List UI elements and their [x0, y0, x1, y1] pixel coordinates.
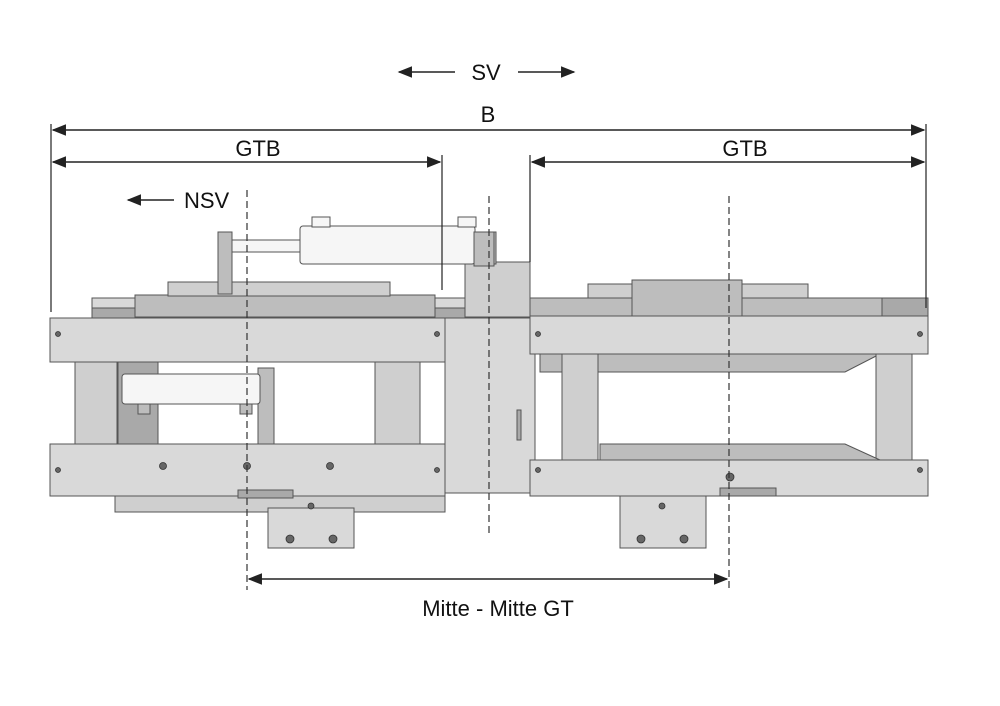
- left-lower-cylinder: [121, 373, 261, 405]
- left-cylinder-barrel: [299, 225, 476, 265]
- left-cylinder-port-b: [457, 216, 477, 228]
- right-fork-carrier: [529, 279, 929, 549]
- left-piston-rod: [231, 239, 303, 253]
- left-fork-hanger: [267, 507, 355, 549]
- right-wedge-lower: [599, 443, 881, 461]
- sv-label: SV: [471, 60, 501, 85]
- left-upright-outer: [74, 361, 118, 445]
- right-upright-inner: [561, 353, 599, 463]
- left-hook-tab: [237, 489, 294, 499]
- b-label: B: [481, 102, 496, 127]
- left-fork-carrier: [49, 216, 495, 549]
- left-lower-port-b: [239, 403, 253, 415]
- labels: SV B GTB GTB NSV Mitte - Mitte GT: [184, 60, 768, 621]
- left-slide-top: [167, 281, 391, 297]
- nsv-label: NSV: [184, 188, 230, 213]
- right-wedge-upper: [539, 353, 881, 373]
- left-upright-inner: [374, 361, 421, 445]
- center-block: [464, 261, 531, 318]
- center-pin: [516, 409, 522, 441]
- gtb-left-label: GTB: [235, 136, 280, 161]
- left-upper-slide: [134, 294, 436, 318]
- center-housing: [444, 317, 536, 494]
- left-lower-port-a: [137, 403, 151, 415]
- left-cylinder-endcap: [473, 231, 495, 267]
- centerlines: [246, 190, 730, 590]
- left-cylinder-mount: [217, 231, 233, 295]
- mitte-label: Mitte - Mitte GT: [422, 596, 574, 621]
- right-upright-outer: [875, 353, 913, 463]
- gtb-right-label: GTB: [722, 136, 767, 161]
- right-slide-block: [631, 279, 743, 317]
- dimensions: [50, 66, 927, 585]
- left-cylinder-port-a: [311, 216, 331, 228]
- right-hook-tab: [719, 487, 777, 497]
